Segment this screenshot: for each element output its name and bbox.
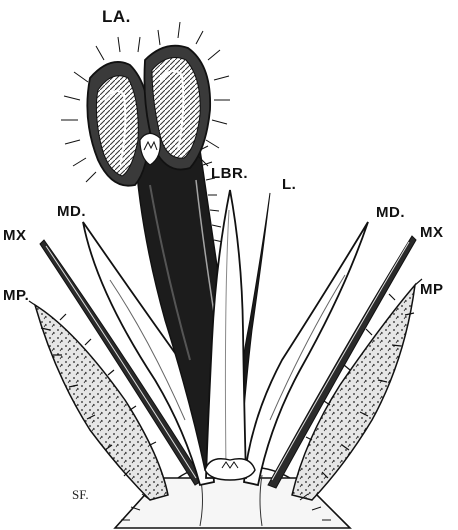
labella <box>61 22 230 186</box>
label-lbr: LBR. <box>211 166 248 181</box>
label-mp-left: MP. <box>3 288 29 303</box>
label-la: LA. <box>102 8 131 25</box>
label-l: L. <box>282 177 296 192</box>
label-md-left: MD. <box>57 204 86 219</box>
label-mx-left: MX <box>3 228 27 243</box>
label-md-right: MD. <box>376 205 405 220</box>
label-mx-right: MX <box>420 225 444 240</box>
artist-signature: SF. <box>72 488 89 501</box>
base-knob <box>205 459 255 480</box>
label-mp-right: MP <box>420 282 444 297</box>
